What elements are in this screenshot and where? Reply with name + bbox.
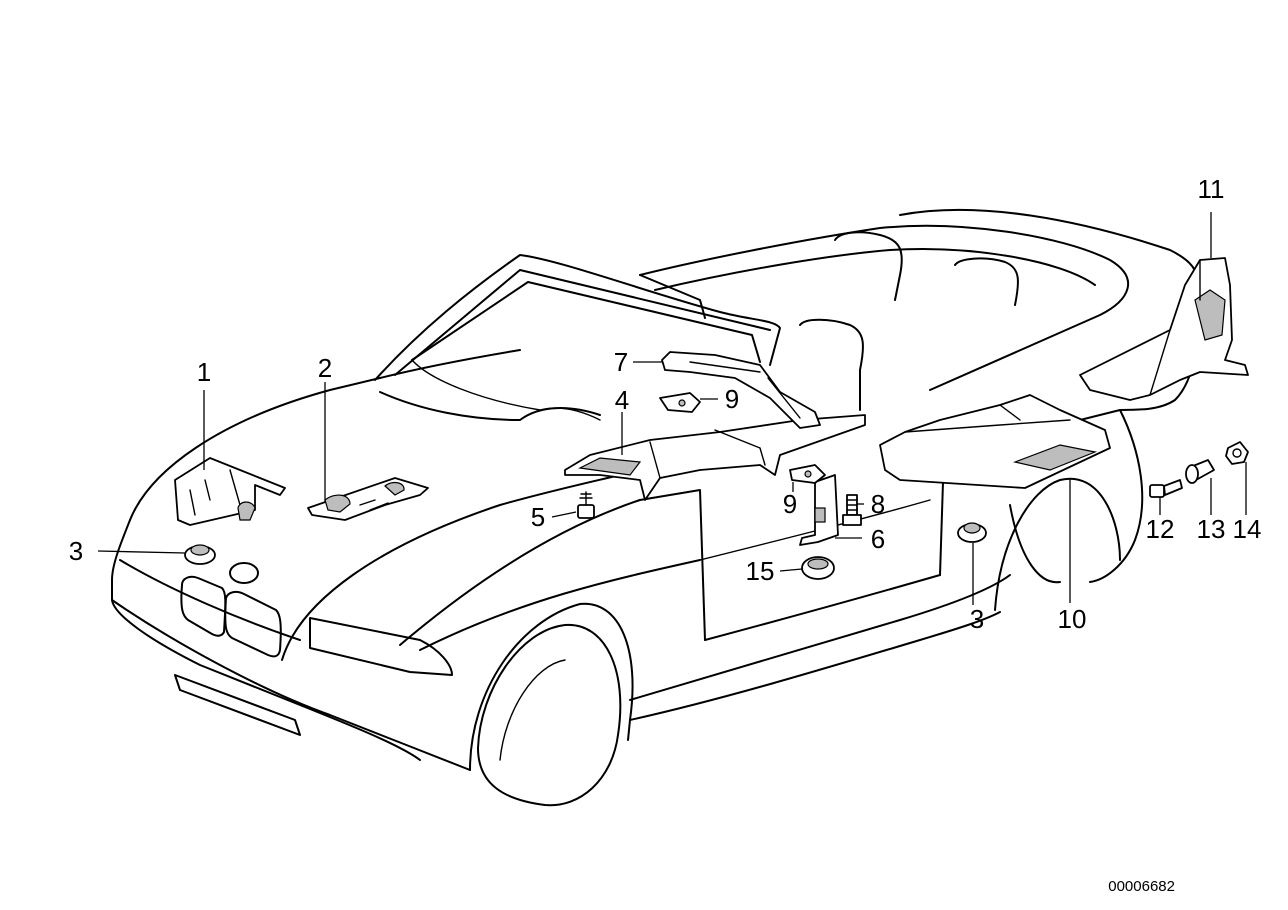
part-12-screw — [1149, 479, 1183, 498]
callout-11: 11 — [1198, 174, 1225, 204]
callout-7: 7 — [614, 347, 628, 377]
callout-9-upper: 9 — [725, 384, 739, 414]
part-9-plate-lower — [789, 464, 826, 484]
part-10-underbody-panel — [879, 394, 1111, 489]
callout-5: 5 — [531, 502, 545, 532]
part-5-screw — [577, 491, 595, 519]
diagram-reference-number: 00006682 — [1108, 878, 1175, 895]
callout-4: 4 — [615, 385, 629, 415]
part-1-bracket — [174, 457, 286, 526]
callout-12: 12 — [1146, 514, 1175, 544]
part-13-stud — [1185, 459, 1215, 484]
callout-10: 10 — [1058, 604, 1087, 634]
part-6-bracket — [799, 474, 839, 546]
part-7-crossmember — [661, 351, 821, 429]
callout-1: 1 — [197, 357, 211, 387]
part-8-bolt — [842, 494, 862, 526]
callout-2: 2 — [318, 353, 332, 383]
part-2-bracket — [307, 477, 429, 521]
car-outline — [111, 208, 1200, 807]
leader-lines — [97, 212, 1247, 605]
part-11-rear-panel — [1079, 257, 1249, 401]
part-9-plate-upper — [659, 392, 701, 413]
callout-8: 8 — [871, 489, 885, 519]
callout-9-lower: 9 — [783, 489, 797, 519]
callout-13: 13 — [1197, 514, 1226, 544]
callout-14: 14 — [1233, 514, 1262, 544]
part-4-tunnel-cover — [564, 414, 866, 501]
part-14-nut — [1225, 441, 1249, 465]
callout-15: 15 — [746, 556, 775, 586]
callout-3-rear: 3 — [970, 604, 984, 634]
callout-3-front: 3 — [69, 536, 83, 566]
part-3-clip-nut-rear — [957, 522, 987, 543]
part-3-clip-nut-front — [184, 544, 216, 565]
callout-6: 6 — [871, 524, 885, 554]
callout-labels: 1 2 3 3 4 5 6 7 8 9 9 10 11 12 13 14 15 — [69, 174, 1262, 634]
part-15-grommet — [801, 556, 835, 580]
